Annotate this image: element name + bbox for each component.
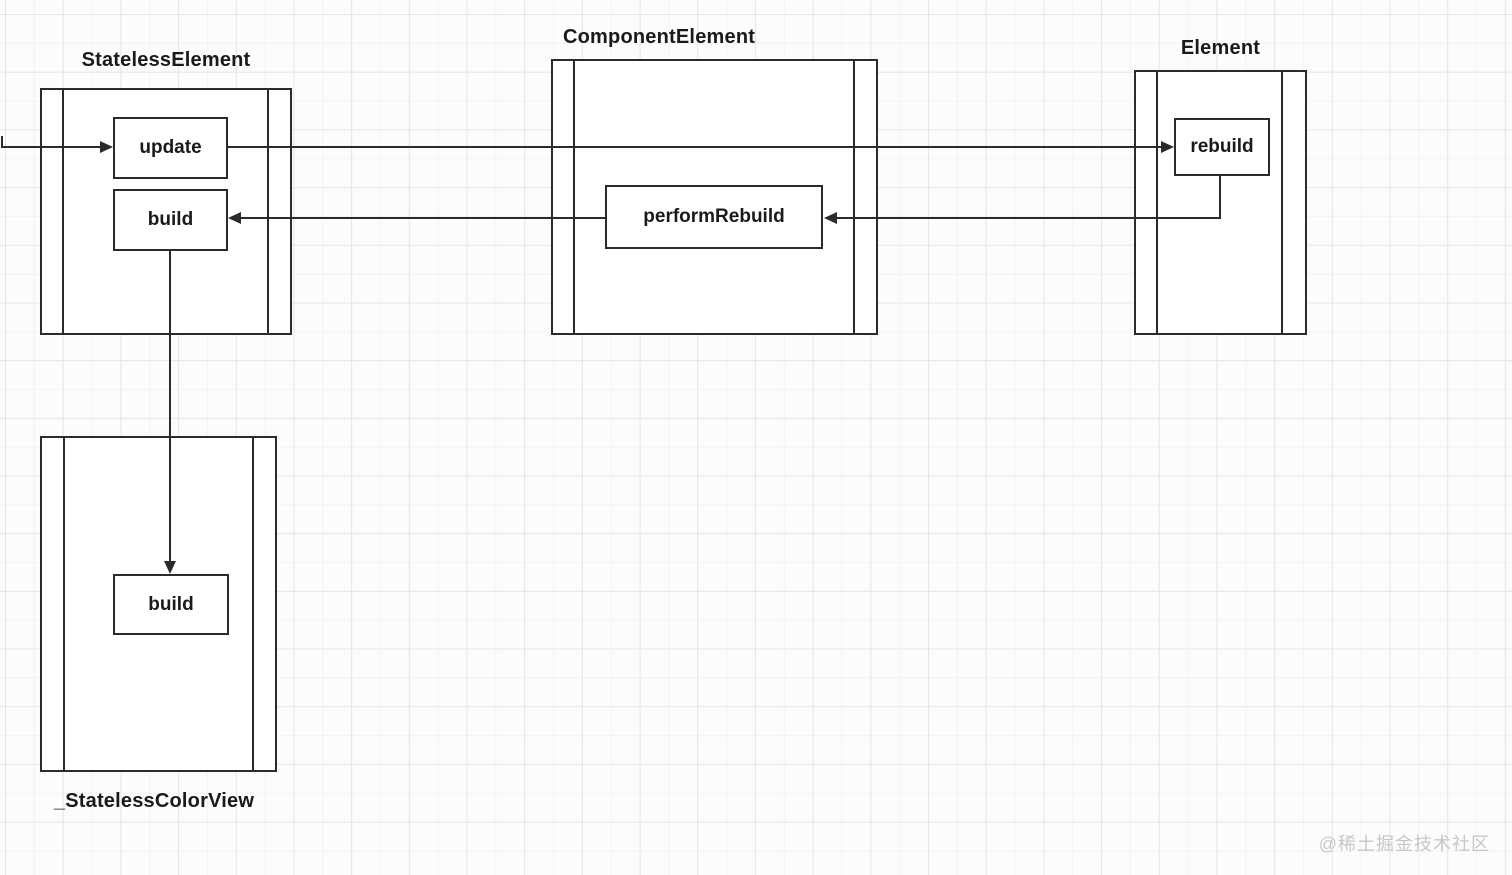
connector-performrebuild-to-build [241, 217, 605, 219]
connector-build-to-build-bottom [169, 251, 171, 561]
lifeline-left-bar [1156, 72, 1158, 333]
method-box-rebuild: rebuild [1174, 118, 1270, 176]
watermark-text: @稀土掘金技术社区 [1318, 834, 1490, 854]
arrowhead-into-rebuild [1161, 141, 1174, 153]
lifeline-title-stateless-color-view: _StatelessColorView [53, 790, 255, 812]
connector-rebuild-to-performrebuild [837, 217, 1221, 219]
lifeline-right-bar [1281, 72, 1283, 333]
lifeline-left-bar [62, 90, 64, 333]
arrowhead-into-update [100, 141, 113, 153]
lifeline-title-element: Element [1180, 37, 1261, 59]
arrowhead-into-build-bottom [164, 561, 176, 574]
arrowhead-into-performrebuild [824, 212, 837, 224]
method-box-update: update [113, 117, 228, 179]
lifeline-title-component-element: ComponentElement [563, 26, 756, 48]
connector-entry-vertical-segment [1, 136, 3, 147]
arrowhead-into-build [228, 212, 241, 224]
method-box-build: build [113, 189, 228, 251]
lifeline-left-bar [63, 438, 65, 770]
lifeline-right-bar [853, 61, 855, 333]
lifeline-left-bar [573, 61, 575, 333]
lifeline-title-stateless-element: StatelessElement [81, 49, 251, 71]
lifeline-right-bar [252, 438, 254, 770]
connector-update-to-rebuild [228, 146, 1161, 148]
method-box-perform-rebuild: performRebuild [605, 185, 823, 249]
connector-entry-to-update [1, 146, 100, 148]
lifeline-right-bar [267, 90, 269, 333]
connector-rebuild-down-segment [1219, 175, 1221, 218]
method-box-build-bottom: build [113, 574, 229, 635]
